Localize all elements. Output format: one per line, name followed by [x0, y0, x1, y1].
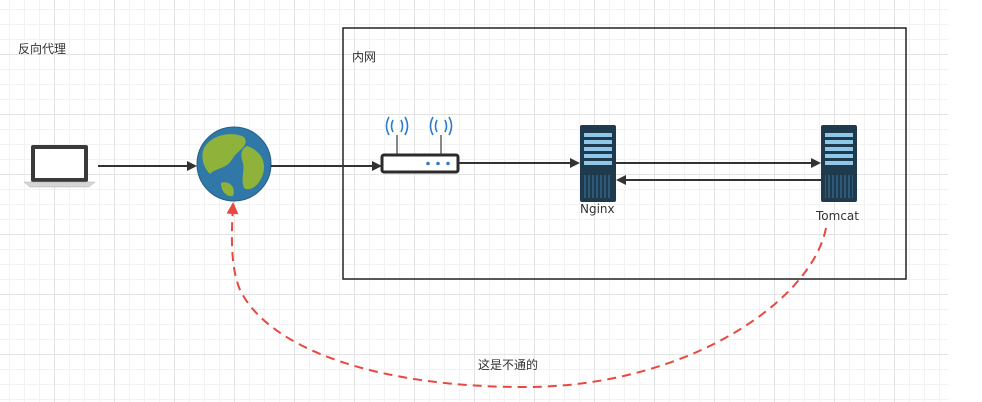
server-icon [821, 125, 857, 202]
intranet-label: 内网 [352, 50, 377, 64]
tomcat-label: Tomcat [816, 209, 859, 223]
wifi-signal-icon [385, 116, 453, 136]
canvas-margin [948, 0, 982, 402]
laptop-icon [23, 145, 96, 188]
blocked-note: 这是不通的 [478, 358, 539, 372]
intranet-boundary [342, 27, 907, 280]
server-icon [580, 125, 616, 202]
diagram-title: 反向代理 [18, 42, 67, 56]
router-icon [380, 116, 460, 174]
blocked-return-path [226, 202, 827, 389]
nginx-label: Nginx [580, 202, 615, 216]
globe-icon [196, 126, 272, 202]
